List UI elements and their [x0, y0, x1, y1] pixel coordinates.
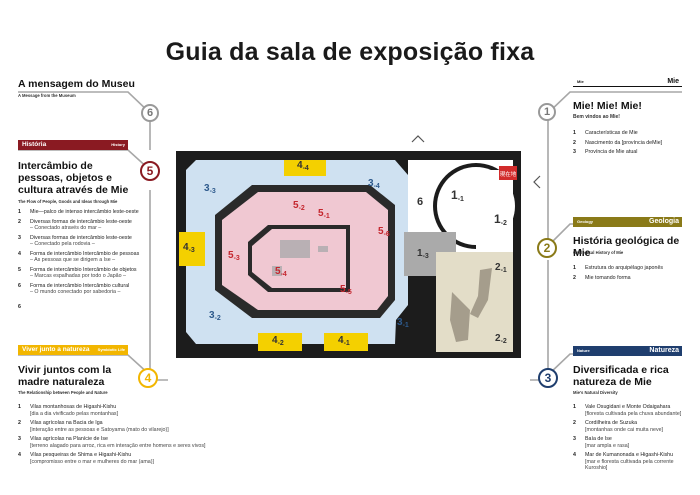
entrance-arrow-icon [533, 175, 541, 189]
section-5-band-label: História [22, 141, 47, 148]
section-5-band-en: History [111, 142, 125, 147]
zone-4-1 [324, 333, 368, 351]
section-2-band-en: Geology [577, 219, 594, 224]
section-4-title: Vivir juntos com la madre naturaleza [18, 364, 112, 388]
zone-2 [436, 252, 513, 352]
map-label-4-4: 4-4 [297, 160, 309, 172]
map-label-5-1: 5-1 [318, 208, 330, 220]
entrance-arrow-icon [411, 135, 425, 143]
section-6-badge[interactable]: 6 [141, 104, 159, 122]
section-3-band-label: Natureza [649, 347, 679, 354]
section-1-badge[interactable]: 1 [538, 103, 556, 121]
map-label-4-2: 4-2 [272, 335, 284, 347]
map-label-3-1: 3-1 [397, 317, 409, 329]
section-2-band: Geology Geologia [573, 217, 682, 227]
section-3-band-en: Nature [577, 348, 590, 353]
map-label-5-5: 5-5 [340, 284, 352, 296]
display-case [272, 266, 282, 276]
page-title: Guia da sala de exposição fixa [165, 38, 535, 66]
section-3-title: Diversificada e rica natureza de Mie [573, 364, 669, 388]
section-2-badge[interactable]: 2 [537, 238, 557, 258]
map-label-6: 6 [417, 196, 424, 208]
map-label-5-3: 5-3 [228, 250, 240, 262]
section-2-title: História geológica de Mie [573, 235, 680, 259]
section-2-subtitle: Geological History of Mie [573, 250, 624, 255]
you-are-here-label: 現在地 [500, 170, 517, 178]
section-1-band: Mie Mie [573, 77, 682, 87]
round-room-opening [476, 170, 513, 252]
inner-pink [252, 229, 346, 288]
map-label-3-2: 3-2 [209, 310, 221, 322]
section-4-band-label: Viver junto a natureza [22, 346, 90, 353]
section-4-band-en: Symbiotic Life [97, 347, 125, 352]
section-1-band-en: Mie [667, 78, 679, 85]
section-2-band-label: Geologia [649, 218, 679, 225]
map-label-4-1: 4-1 [338, 335, 350, 347]
map-label-1-1: 1-1 [451, 188, 464, 203]
section-3-badge[interactable]: 3 [538, 368, 558, 388]
section-1-subtitle: Bem vindos ao Mie! [573, 114, 620, 120]
section-5-subtitle: The Flow of People, Goods and Ideas thro… [18, 199, 118, 204]
zone-4-2 [258, 333, 302, 351]
display-case [318, 246, 328, 252]
map-label-4-3: 4-3 [183, 242, 195, 254]
zone-4-3 [179, 232, 205, 266]
geology-display [470, 268, 492, 318]
map-label-5-2: 5-2 [293, 200, 305, 212]
section-3-band: Nature Natureza [573, 346, 682, 356]
section-5-badge[interactable]: 5 [140, 161, 160, 181]
section-3-subtitle: Mie's Natural Diversity [573, 390, 618, 395]
section-1-band-label: Mie [577, 79, 584, 84]
section-5-title: Intercâmbio de pessoas, objetos e cultur… [18, 160, 129, 196]
zone-4-4 [284, 160, 326, 176]
display-case [280, 240, 310, 258]
section-6-title: A mensagem do Museu [18, 78, 135, 90]
map-label-1-2: 1-2 [494, 212, 507, 227]
section-6-subtitle: A Message from the Museum [18, 93, 76, 98]
map-label-5-6: 5-6 [378, 226, 390, 238]
geology-display [450, 292, 470, 342]
you-are-here-marker [499, 166, 517, 180]
map-label-3-4: 3-4 [368, 178, 380, 190]
section-4-badge[interactable]: 4 [138, 368, 158, 388]
map-label-5-4: 5-4 [275, 266, 287, 278]
map-label-2-2: 2-2 [495, 333, 507, 345]
section-4-subtitle: The Relationship between People and Natu… [18, 390, 108, 395]
map-label-3-3: 3-3 [204, 183, 216, 195]
map-label-2-1: 2-1 [495, 262, 507, 274]
section-4-band: Viver junto a natureza Symbiotic Life [18, 345, 128, 355]
map-label-1-3: 1-3 [417, 248, 429, 260]
section-1-title: Mie! Mie! Mie! [573, 100, 642, 112]
section-5-band: História History [18, 140, 128, 150]
